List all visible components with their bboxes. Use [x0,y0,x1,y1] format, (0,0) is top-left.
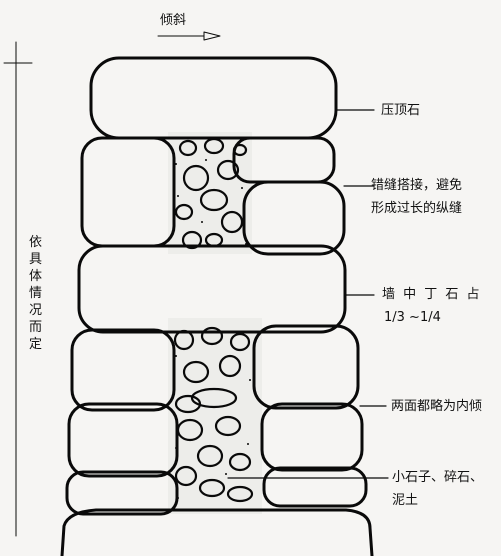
coping-stone [89,56,338,140]
callout-leader-lines [227,109,389,479]
wall-stones [60,56,374,556]
stone-row6-left [65,470,179,516]
stone-row2-left [80,136,176,248]
callout-coping-stone: 压顶石 [381,103,421,118]
stone-row4-right [252,324,360,410]
callout-staggered-joints: 错缝搭接，避免 形成过长的纵缝 [371,178,463,216]
stone-row5-right [260,402,364,472]
stone-row5-left [67,402,179,478]
stone-row4-left [70,328,176,412]
rubble-fill-texture [168,132,262,514]
callout-inward-lean: 两面都略为内倾 [391,399,483,414]
height-label: 依具体情况而定 [28,235,42,352]
stone-row6-right [262,466,368,508]
callout-header-ratio: 1/3 ~1/4 [384,310,441,325]
tilt-arrow-icon [157,31,221,41]
callout-header-stone: 墙 中 丁 石 占 [382,287,482,302]
header-stone [77,244,347,334]
height-dimension-line [3,41,33,537]
stone-row2-right-lower [242,180,346,256]
tilt-label: 倾斜 [160,13,187,28]
base-stone [60,508,374,556]
callout-fill-material: 小石子、碎石、 泥土 [392,470,484,508]
